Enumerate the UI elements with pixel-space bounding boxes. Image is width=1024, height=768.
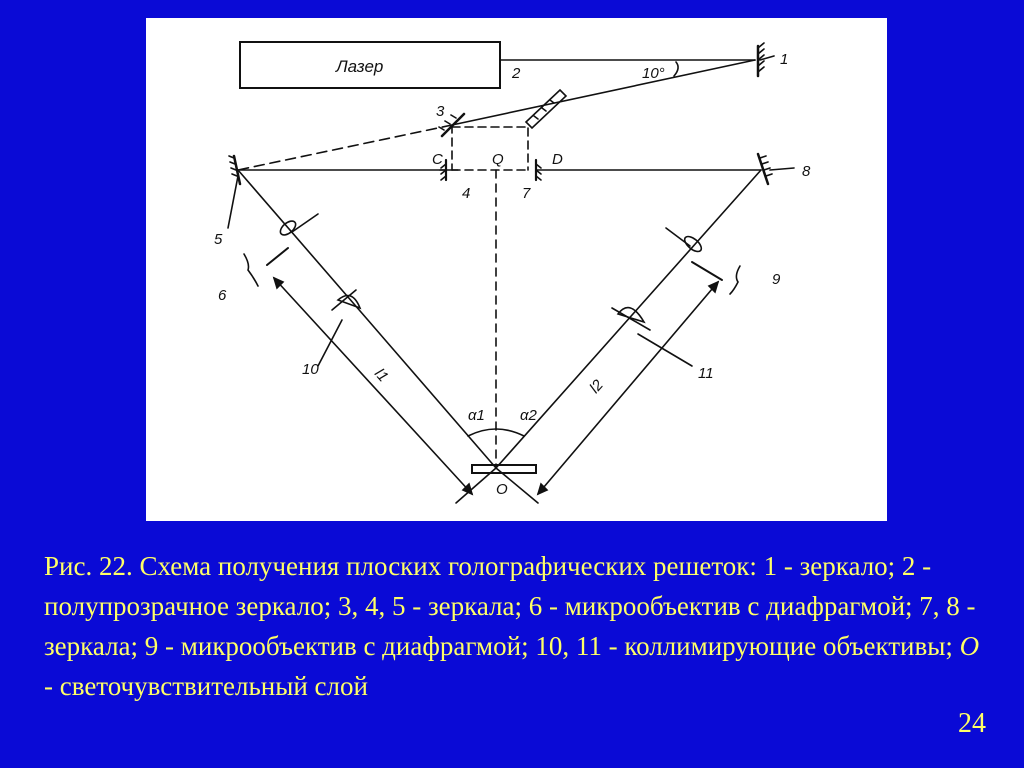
label-1: 1 [780, 51, 788, 68]
figure-caption: Рис. 22. Схема получения плоских гологра… [44, 546, 994, 706]
label-8: 8 [802, 163, 811, 180]
beam-mirror1-to-mirror3 [451, 59, 756, 126]
beam-mirror3-to-mirror5 [237, 124, 453, 171]
label-6: 6 [218, 287, 227, 304]
caption-text-end: - светочувствительный слой [44, 671, 368, 701]
diagram-panel: Лазер 10° 1 2 3 C Q D 4 7 8 5 6 9 10 11 … [146, 18, 887, 521]
caption-italic-O: O [959, 631, 980, 661]
label-O: O [496, 481, 508, 498]
distance-l2 [537, 281, 719, 495]
mirror-7 [534, 158, 542, 182]
laser-label: Лазер [335, 57, 383, 76]
label-5: 5 [214, 231, 223, 248]
optical-scheme-diagram: Лазер 10° 1 2 3 C Q D 4 7 8 5 6 9 10 11 … [214, 41, 811, 504]
collimating-lens-11 [611, 306, 693, 367]
label-9: 9 [772, 271, 781, 288]
label-l1: l1 [371, 365, 391, 385]
label-2: 2 [511, 65, 521, 82]
microobjective-9 [665, 227, 741, 295]
label-Q: Q [492, 151, 504, 168]
mirror-4 [439, 158, 459, 182]
mirror-3 [440, 112, 466, 138]
label-4: 4 [462, 185, 470, 202]
label-D: D [552, 151, 563, 168]
label-alpha1: α1 [468, 407, 485, 424]
mirror-8 [756, 152, 770, 186]
microobjective-6 [243, 213, 319, 287]
collimating-lens-10 [317, 289, 362, 367]
caption-text: Рис. 22. Схема получения плоских гологра… [44, 551, 976, 661]
label-3: 3 [436, 103, 445, 120]
beam-mirror8-to-O [495, 169, 762, 469]
angle-alpha-arcs [467, 428, 525, 437]
laser-box [239, 41, 501, 89]
angle-label: 10° [642, 65, 665, 82]
label-l2: l2 [586, 376, 607, 397]
label-10: 10 [302, 361, 319, 378]
distance-l1 [273, 277, 473, 495]
label-7: 7 [522, 185, 531, 202]
mirror-2 [524, 88, 568, 130]
label-11: 11 [698, 365, 714, 382]
mirror-5 [232, 154, 242, 186]
mirror-1-hatch [757, 42, 765, 73]
label-alpha2: α2 [520, 407, 538, 424]
beam-mirror5-to-O [237, 169, 497, 469]
label-C: C [432, 151, 443, 168]
slide-number: 24 [958, 708, 986, 739]
angle-arc [673, 61, 679, 77]
photosensitive-plate-O [471, 464, 537, 474]
